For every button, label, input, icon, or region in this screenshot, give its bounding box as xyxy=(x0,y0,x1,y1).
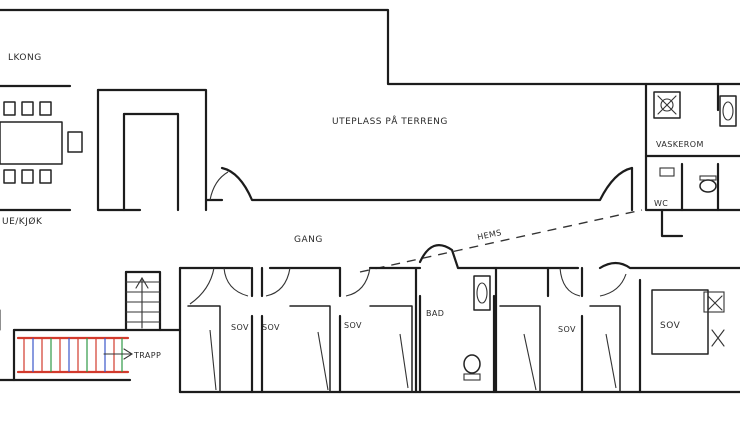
label-bedroom-3: SOV xyxy=(344,321,362,330)
stairs xyxy=(16,281,161,374)
label-bedroom-4: SOV xyxy=(558,325,576,334)
label-bedroom-2: SOV xyxy=(262,323,280,332)
label-bedroom-1: SOV xyxy=(231,323,249,332)
lower-walls xyxy=(0,244,740,394)
loft-outline xyxy=(359,209,643,273)
label-bath: BAD xyxy=(426,309,444,318)
toilet-icon xyxy=(463,354,481,381)
label-bedroom-5: SOV xyxy=(660,321,681,331)
bed-icon xyxy=(651,289,725,355)
label-loft: HEMS xyxy=(477,228,503,242)
washing-machine-icon xyxy=(653,91,681,119)
label-hallway: GANG xyxy=(294,235,323,245)
dining-table xyxy=(0,101,83,184)
label-living-kitchen: UE/KJØK xyxy=(2,216,43,227)
arrow-icon xyxy=(0,276,149,360)
sink-icon xyxy=(719,95,737,127)
upper-walls xyxy=(0,8,740,238)
label-laundry: VASKEROM xyxy=(656,140,704,149)
label-outdoor: UTEPLASS PÅ TERRENG xyxy=(332,115,448,127)
label-balcony: LKONG xyxy=(8,53,42,63)
label-stair: TRAPP xyxy=(133,351,161,360)
label-wc: WC xyxy=(654,199,668,208)
door-swings xyxy=(189,171,627,391)
wc-sink-icon xyxy=(659,167,675,177)
sink-icon xyxy=(473,275,491,311)
toilet-icon xyxy=(699,175,717,193)
